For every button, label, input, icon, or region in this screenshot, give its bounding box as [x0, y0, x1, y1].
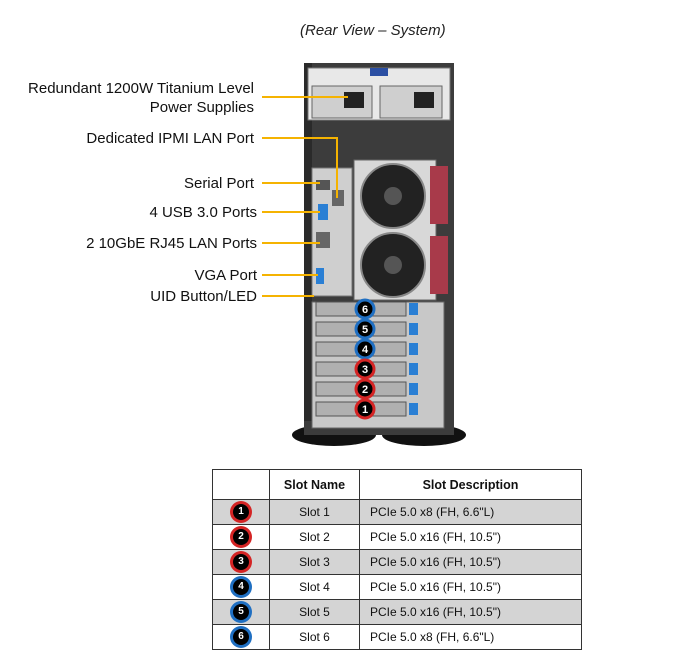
fan-handle-top: [430, 166, 448, 224]
slot-badge-cell: 6: [212, 624, 270, 650]
slot-description: PCIe 5.0 x8 (FH, 6.6"L): [359, 499, 582, 525]
usb-ports-shape: [318, 204, 328, 220]
slot-badge-1: 1: [233, 504, 249, 520]
table-row: 6 Slot 6 PCIe 5.0 x8 (FH, 6.6"L): [212, 624, 582, 650]
fan-bottom-hub: [384, 256, 402, 274]
slot-badge-number: 3: [362, 364, 368, 376]
callout-line-ipmi: [262, 137, 338, 198]
slot-badge-2: 2: [233, 529, 249, 545]
diagram-title: (Rear View – System): [300, 22, 446, 39]
pcie-latch: [409, 323, 418, 335]
label-serial-port: Serial Port: [183, 175, 254, 192]
slot-badge-6: 6: [233, 629, 249, 645]
chassis-diagram: 6 5 4 3 2 1: [262, 63, 466, 446]
slot-description: PCIe 5.0 x16 (FH, 10.5"): [359, 599, 582, 625]
slot-badge-number: 4: [362, 344, 369, 356]
pcie-latch: [409, 303, 418, 315]
slot-badge-circle: [354, 358, 376, 380]
slot-badge-cell: 3: [212, 549, 270, 575]
label-uid-button: UID Button/LED: [150, 288, 257, 305]
psu-left-inlet: [344, 92, 364, 108]
header-slot-description: Slot Description: [359, 469, 582, 500]
slot-badge-number: 2: [362, 384, 368, 396]
serial-port-shape: [316, 180, 330, 190]
fan-top-hub: [384, 187, 402, 205]
slot-badge-circle: [354, 318, 376, 340]
slot-description: PCIe 5.0 x16 (FH, 10.5"): [359, 574, 582, 600]
slot-badge-cell: 5: [212, 599, 270, 625]
slot-name: Slot 2: [269, 524, 360, 550]
slot-name: Slot 5: [269, 599, 360, 625]
callout-lines: [262, 96, 348, 297]
slot-description: PCIe 5.0 x8 (FH, 6.6"L): [359, 624, 582, 650]
table-row: 2 Slot 2 PCIe 5.0 x16 (FH, 10.5"): [212, 524, 582, 550]
slot-badge-4: 4: [233, 579, 249, 595]
table-row: 1 Slot 1 PCIe 5.0 x8 (FH, 6.6"L): [212, 499, 582, 525]
slot-badge-3: 3: [233, 554, 249, 570]
pcie-latch: [409, 403, 418, 415]
psu-right-inlet: [414, 92, 434, 108]
table-row: 3 Slot 3 PCIe 5.0 x16 (FH, 10.5"): [212, 549, 582, 575]
slot-badge-circle: [354, 298, 376, 320]
slot-badge-number: 1: [362, 404, 368, 416]
label-power-supplies: Redundant 1200W Titanium Level Power Sup…: [28, 79, 254, 117]
slot-badge-circle: [354, 398, 376, 420]
psu-label: [370, 68, 388, 76]
slot-badge-5: 5: [233, 604, 249, 620]
slot-table: Slot Name Slot Description 1 Slot 1 PCIe…: [212, 469, 582, 650]
slot-name: Slot 1: [269, 499, 360, 525]
fan-handle-bottom: [430, 236, 448, 294]
label-ipmi-port: Dedicated IPMI LAN Port: [86, 130, 254, 147]
label-power-line2: Power Supplies: [149, 99, 254, 116]
slot-name: Slot 3: [269, 549, 360, 575]
lan-ports-shape: [316, 232, 330, 248]
slot-badge-cell: 1: [212, 499, 270, 525]
slot-name: Slot 4: [269, 574, 360, 600]
label-lan-ports: 2 10GbE RJ45 LAN Ports: [86, 235, 257, 252]
slot-description: PCIe 5.0 x16 (FH, 10.5"): [359, 549, 582, 575]
vga-port-shape: [316, 268, 324, 284]
label-usb-ports: 4 USB 3.0 Ports: [149, 204, 257, 221]
slot-description: PCIe 5.0 x16 (FH, 10.5"): [359, 524, 582, 550]
header-icon: [212, 469, 270, 500]
label-vga-port: VGA Port: [194, 267, 257, 284]
slot-table-header: Slot Name Slot Description: [212, 469, 582, 500]
pcie-latch: [409, 383, 418, 395]
slot-badge-number: 6: [362, 304, 368, 316]
slot-badge-cell: 2: [212, 524, 270, 550]
slot-badges: 6 5 4 3 2 1: [354, 298, 376, 420]
slot-name: Slot 6: [269, 624, 360, 650]
header-slot-name: Slot Name: [269, 469, 360, 500]
pcie-latch: [409, 363, 418, 375]
table-row: 5 Slot 5 PCIe 5.0 x16 (FH, 10.5"): [212, 599, 582, 625]
table-row: 4 Slot 4 PCIe 5.0 x16 (FH, 10.5"): [212, 574, 582, 600]
slot-badge-cell: 4: [212, 574, 270, 600]
slot-badge-circle: [354, 378, 376, 400]
slot-badge-circle: [354, 338, 376, 360]
slot-badge-number: 5: [362, 324, 368, 336]
label-power-line1: Redundant 1200W Titanium Level: [28, 80, 254, 97]
pcie-latch: [409, 343, 418, 355]
